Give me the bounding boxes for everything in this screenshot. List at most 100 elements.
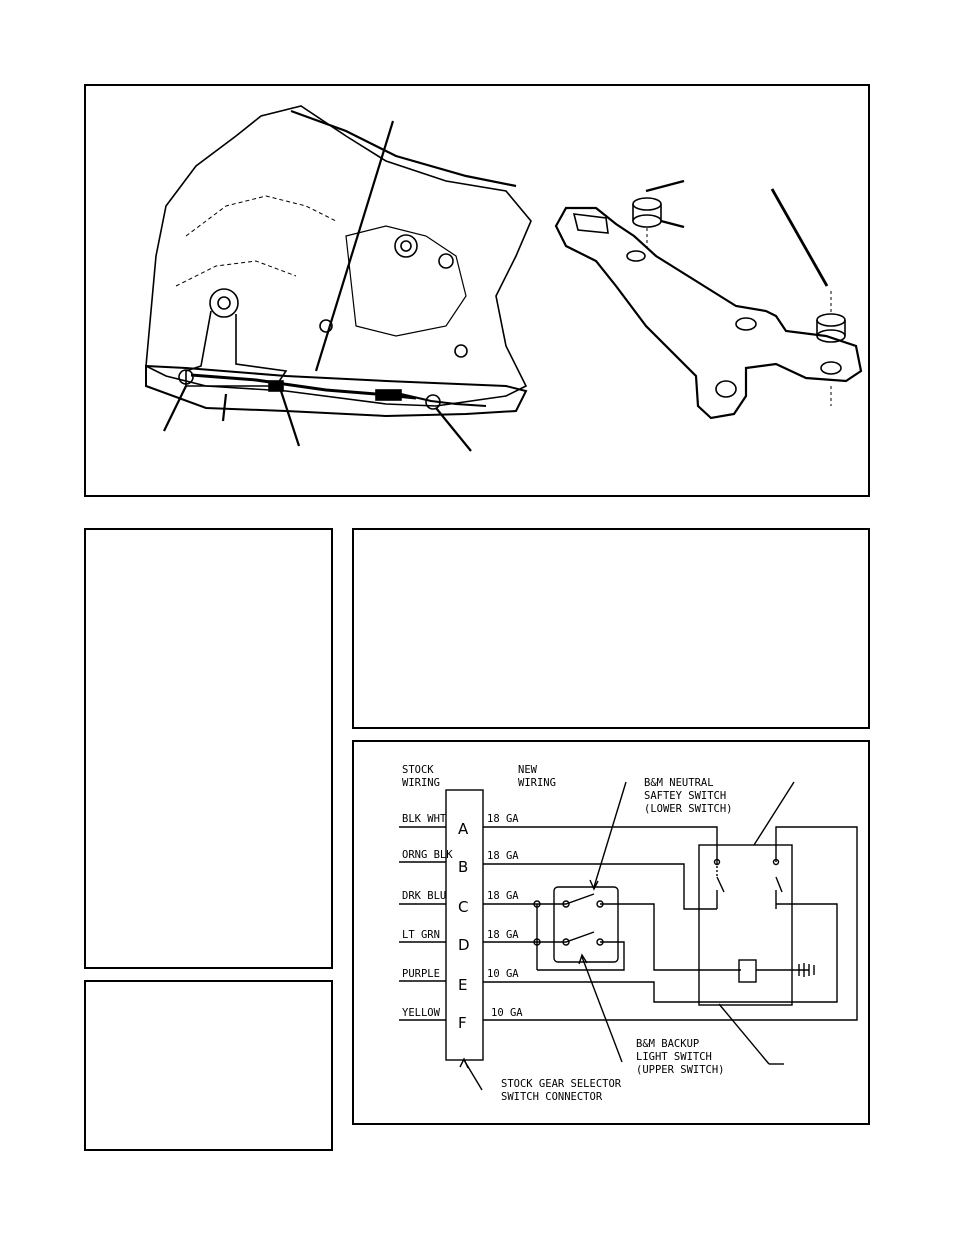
right-text-box xyxy=(352,528,870,729)
bolt-boss xyxy=(319,319,333,333)
backup-switch-label: LIGHT SWITCH xyxy=(636,1051,712,1063)
new-wire-f xyxy=(483,826,858,1021)
spacer xyxy=(816,329,846,343)
bolt-boss xyxy=(394,234,418,258)
connector-pin-label: D xyxy=(458,936,470,954)
bracket-hole xyxy=(715,380,737,398)
leader-line xyxy=(279,390,301,447)
bolt-boss xyxy=(438,253,454,269)
side-cover xyxy=(345,225,467,337)
stock-wire-label: PURPLE xyxy=(402,968,440,980)
backup-switch-symbol xyxy=(537,931,604,943)
connector-label: STOCK GEAR SELECTOR xyxy=(501,1078,622,1090)
wiring-diagram: STOCK WIRING NEW WIRING B&M NEUTRAL SAFT… xyxy=(399,764,858,1103)
stock-wire-label: DRK BLU xyxy=(402,890,446,902)
spacer xyxy=(632,204,662,221)
leader-line xyxy=(163,385,187,432)
oil-pan xyxy=(145,364,528,418)
shift-lever xyxy=(185,310,288,387)
neutral-switch-label: (LOWER SWITCH) xyxy=(644,803,733,815)
backup-contact xyxy=(775,842,783,909)
leader-line xyxy=(221,393,228,422)
switch-assembly-box xyxy=(698,844,793,1006)
leader-line xyxy=(718,1003,770,1065)
connector-pin-label: B xyxy=(458,858,468,876)
wiring-diagram-panel: STOCK WIRING NEW WIRING B&M NEUTRAL SAFT… xyxy=(352,740,870,1125)
bracket-hole xyxy=(735,317,757,331)
new-wire-e xyxy=(483,903,838,1003)
cable-sleeve xyxy=(400,393,487,407)
connector-pin-label: C xyxy=(458,898,468,916)
leader-line xyxy=(314,120,395,372)
new-wire-a xyxy=(483,826,718,842)
stock-wiring-label: WIRING xyxy=(402,777,440,789)
stock-wire-label: YELLOW xyxy=(402,1007,441,1019)
connector-label: SWITCH CONNECTOR xyxy=(501,1091,603,1103)
switch-terminal xyxy=(562,938,570,946)
wire-gauge-label: 10 GA xyxy=(491,1007,523,1019)
neutral-switch-label: B&M NEUTRAL xyxy=(644,777,714,789)
contact-terminal xyxy=(713,858,721,866)
spacer xyxy=(816,313,846,327)
ground-symbol xyxy=(798,963,815,977)
shift-lever-pivot xyxy=(217,296,231,310)
cable-clip xyxy=(268,380,284,392)
solenoid xyxy=(738,959,757,983)
leader-line xyxy=(645,179,685,193)
bolt-boss xyxy=(400,240,412,252)
shift-lever-pivot xyxy=(209,288,239,318)
bracket-hole xyxy=(626,250,646,262)
wire-gauge-label: 18 GA xyxy=(487,813,519,825)
leader-line xyxy=(593,781,627,888)
new-wire-d xyxy=(537,941,625,971)
connector-pin-label: E xyxy=(458,976,467,994)
new-wiring-label: WIRING xyxy=(518,777,556,789)
neutral-switch-symbol xyxy=(537,893,604,905)
bm-switch-pack xyxy=(553,886,619,963)
bolt-boss xyxy=(454,344,468,358)
leader-line xyxy=(660,219,685,229)
switch-terminal xyxy=(596,938,604,946)
bracket-slot xyxy=(572,213,609,234)
connector-pin-label: A xyxy=(458,820,469,838)
spacer xyxy=(632,197,662,211)
leader-line xyxy=(435,407,472,452)
new-wiring-label: NEW xyxy=(518,764,538,776)
new-wire-b xyxy=(483,863,717,910)
bracket-hole xyxy=(820,361,842,375)
left-lower-box xyxy=(84,980,333,1151)
stock-wire-label: LT GRN xyxy=(402,929,440,941)
spacer xyxy=(632,214,662,228)
left-text-box xyxy=(84,528,333,969)
switch-terminal xyxy=(596,900,604,908)
top-illustration-panel xyxy=(84,84,870,497)
wire-gauge-label: 18 GA xyxy=(487,890,519,902)
neutral-contact xyxy=(716,842,725,909)
contact-terminal xyxy=(772,858,780,866)
leader-line xyxy=(753,781,795,846)
transmission-housing xyxy=(145,105,532,407)
housing-contour xyxy=(185,195,337,237)
neutral-switch-label: SAFTEY SWITCH xyxy=(644,790,726,802)
housing-contour xyxy=(175,260,297,287)
arrowhead xyxy=(578,953,588,965)
switch-bracket xyxy=(554,206,863,420)
connector-pin-label: F xyxy=(458,1014,467,1032)
cable-end xyxy=(375,389,402,401)
cable-bracket-nut xyxy=(425,394,441,410)
leader-line xyxy=(581,956,623,1063)
stock-wiring-label: STOCK xyxy=(402,764,434,776)
housing-top-edge xyxy=(290,109,517,188)
wire-gauge-label: 10 GA xyxy=(487,968,519,980)
leader-line xyxy=(770,188,829,287)
backup-switch-label: (UPPER SWITCH) xyxy=(636,1064,725,1076)
transmission-illustration xyxy=(145,105,863,452)
stock-wire-label: ORNG BLK xyxy=(402,849,453,861)
arrowhead xyxy=(589,879,599,891)
new-wire-c xyxy=(604,903,741,971)
wire-gauge-label: 18 GA xyxy=(487,929,519,941)
arrowhead xyxy=(459,1057,469,1069)
lever-ball-stud xyxy=(178,369,194,385)
stock-wire-label: BLK WHT xyxy=(402,813,447,825)
backup-switch-label: B&M BACKUP xyxy=(636,1038,699,1050)
